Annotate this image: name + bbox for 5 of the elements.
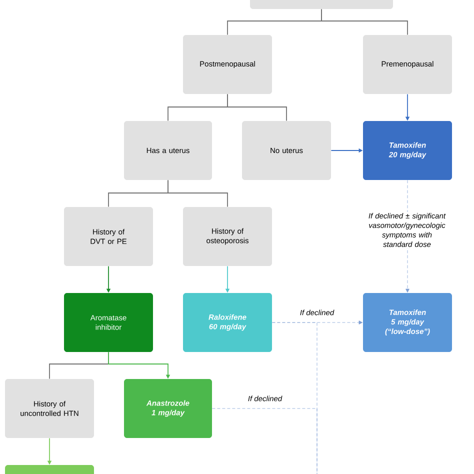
connector-line <box>321 8 408 36</box>
empty-box <box>250 0 393 9</box>
empty-box <box>5 465 94 474</box>
connector-line <box>168 180 228 208</box>
connector-line <box>227 94 287 122</box>
